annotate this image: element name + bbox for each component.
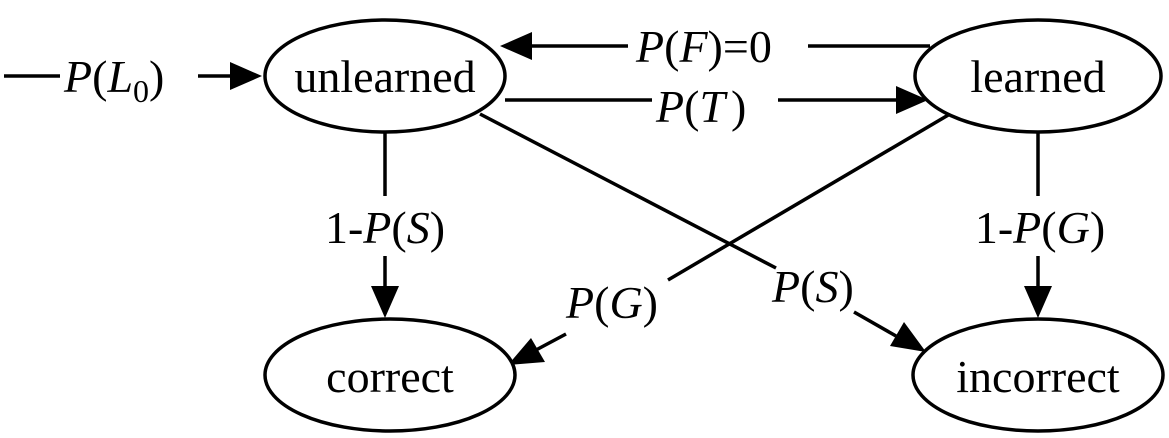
node-learned-label: learned bbox=[970, 51, 1105, 102]
edge-unlearned-incorrect-arrowhead bbox=[890, 322, 926, 352]
edge-unlearned-correct-label-prefix: 1- bbox=[325, 202, 363, 253]
edge-transit-arrowhead bbox=[896, 86, 928, 114]
edge-learned-correct-line-upper bbox=[667, 112, 951, 282]
edge-learned-correct-label-close: ) bbox=[643, 277, 658, 328]
edge-transit-label-p: P bbox=[655, 81, 684, 132]
edge-learned-incorrect-label: 1-P(G) bbox=[975, 202, 1105, 253]
node-incorrect: incorrect bbox=[911, 317, 1165, 433]
edge-unlearned-incorrect-line-upper bbox=[479, 112, 777, 270]
edge-transit-label-t: T bbox=[699, 81, 728, 132]
edge-learned-incorrect-arrowhead bbox=[1024, 286, 1052, 318]
edge-unlearned-correct-label: 1-P(S) bbox=[325, 202, 445, 253]
edge-initial-label-sub: 0 bbox=[133, 73, 149, 109]
node-incorrect-label: incorrect bbox=[956, 351, 1120, 402]
edge-learned-incorrect-label-prefix: 1- bbox=[975, 202, 1013, 253]
edge-forget-label-close: ) bbox=[708, 21, 723, 72]
edge-unlearned-correct-label-close: ) bbox=[430, 202, 445, 253]
node-unlearned-label: unlearned bbox=[294, 51, 475, 102]
edge-learned-correct-label-g: G bbox=[609, 277, 642, 328]
edge-forget-label-eq: =0 bbox=[723, 21, 772, 72]
edge-learned-incorrect-label-close: ) bbox=[1090, 202, 1105, 253]
edge-unlearned-incorrect-label-close: ) bbox=[838, 261, 853, 312]
edge-unlearned-correct-label-open: ( bbox=[391, 202, 406, 253]
edge-forget-label-p: P bbox=[635, 21, 664, 72]
node-incorrect-shape bbox=[911, 317, 1165, 433]
node-correct-shape bbox=[263, 317, 517, 433]
edge-transit-label-open: ( bbox=[684, 81, 699, 132]
edge-initial-label-close: ) bbox=[149, 51, 164, 102]
edge-forget-label-open: ( bbox=[664, 21, 679, 72]
edge-initial-label: P(L0) bbox=[63, 51, 164, 109]
edge-initial-label-open: ( bbox=[92, 51, 107, 102]
node-unlearned-shape bbox=[263, 18, 507, 134]
node-correct-label: correct bbox=[326, 351, 454, 402]
edge-unlearned-incorrect-label-p: P bbox=[771, 261, 800, 312]
edge-learned-incorrect-label-open: ( bbox=[1041, 202, 1056, 253]
edge-learned-incorrect-label-g: G bbox=[1057, 202, 1090, 253]
edge-unlearned-incorrect-line-lower bbox=[853, 310, 897, 338]
edge-transit-label-close: ) bbox=[731, 81, 746, 132]
node-learned: learned bbox=[913, 18, 1163, 134]
edge-forget-label-f: F bbox=[678, 21, 708, 72]
edge-unlearned-incorrect-label-open: ( bbox=[800, 261, 815, 312]
edge-unlearned-correct-arrowhead bbox=[371, 286, 399, 318]
edge-initial-label-l: L bbox=[106, 51, 133, 102]
edge-forget-arrowhead bbox=[500, 32, 532, 60]
edge-learned-correct-line-lower bbox=[535, 332, 567, 352]
edge-unlearned-correct-label-s: S bbox=[407, 202, 430, 253]
node-unlearned: unlearned bbox=[263, 18, 507, 134]
edge-unlearned-incorrect-label: P(S) bbox=[771, 261, 854, 312]
edge-learned-incorrect-label-p: P bbox=[1012, 202, 1041, 253]
edge-forget-label: P(F)=0 bbox=[635, 21, 772, 72]
edge-learned-correct-label: P(G) bbox=[565, 277, 658, 328]
edge-initial-arrowhead bbox=[230, 62, 262, 90]
edge-learned-correct-label-open: ( bbox=[594, 277, 609, 328]
node-correct: correct bbox=[263, 317, 517, 433]
edge-initial-label-p: P bbox=[63, 51, 92, 102]
edge-learned-correct-label-p: P bbox=[565, 277, 594, 328]
edge-unlearned-incorrect-label-s: S bbox=[815, 261, 838, 312]
edge-unlearned-correct-label-p: P bbox=[362, 202, 391, 253]
node-learned-shape bbox=[913, 18, 1163, 134]
edge-learned-correct-arrowhead bbox=[508, 338, 545, 365]
edge-transit-label: P(T) bbox=[655, 81, 746, 132]
